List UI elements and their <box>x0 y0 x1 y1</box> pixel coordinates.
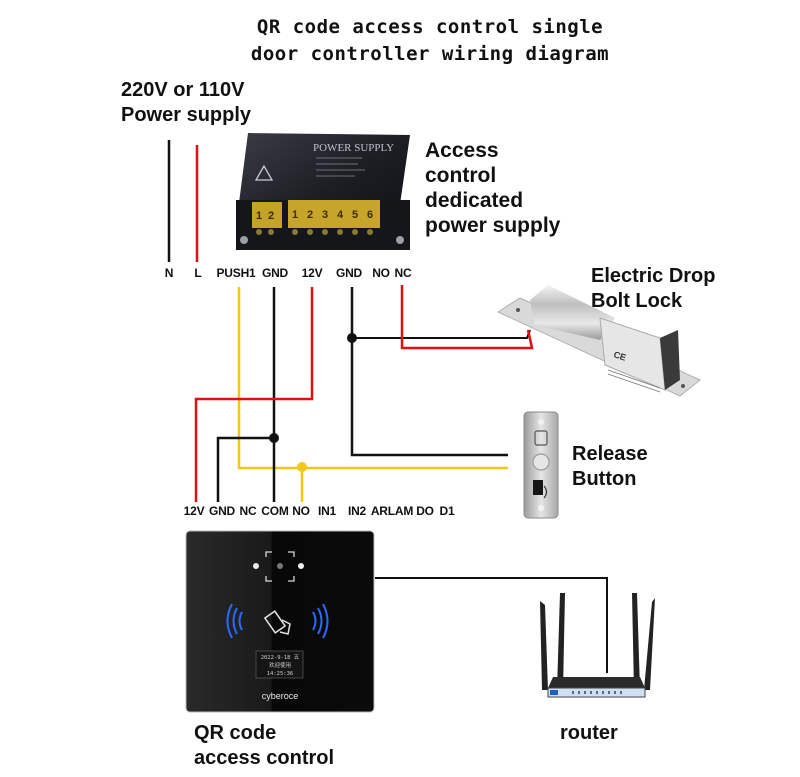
terminal-label-12v: 12V <box>301 266 323 280</box>
device-screen <box>255 650 304 679</box>
ctrl-terminal-12v: 12V <box>183 504 205 518</box>
power-supply-label-line: Access <box>425 139 499 162</box>
terminal-label-n: N <box>164 266 174 280</box>
power-supply-label-line: control <box>425 164 497 187</box>
lock-label: Electric Drop Bolt Lock <box>591 264 715 314</box>
antenna <box>632 593 640 690</box>
warning-triangle-icon <box>254 164 274 181</box>
ps-block-num: 3 <box>322 209 328 221</box>
lock-label-line-1: Electric Drop <box>591 265 716 287</box>
ctrl-terminal-nc: NC <box>239 504 257 518</box>
ctrl-terminal-arlam: ARLAM <box>370 504 414 518</box>
drop-bolt-lock-image: CE <box>496 285 701 397</box>
terminal-label-no: NO <box>372 266 390 280</box>
ps-printed-title: POWER SUPPLY <box>313 142 394 154</box>
junction-dot-gnd <box>269 433 279 443</box>
terminal-label-nc: NC <box>394 266 412 280</box>
wire-12v <box>194 287 314 502</box>
device-label-line-1: QR code <box>194 722 277 744</box>
ctrl-terminal-com: COM <box>261 504 289 518</box>
device-label-line-2: access control <box>194 747 335 769</box>
nfc-wave-left-icon <box>226 603 243 639</box>
diagram-title: QR code access control single door contr… <box>0 14 800 68</box>
hand-icon <box>534 430 548 446</box>
ps-block-num: 2 <box>307 209 313 221</box>
junction-dot-yellow <box>297 462 307 472</box>
power-supply-label-line: dedicated <box>425 189 524 212</box>
terminal-label-push1: PUSH1 <box>216 266 256 280</box>
release-button-label: Release Button <box>572 442 648 492</box>
router-image <box>540 593 655 698</box>
wire-push1 <box>237 287 508 470</box>
mains-label-line-1: 220V or 110V <box>121 79 245 101</box>
door-icon <box>533 480 543 495</box>
ps-block-num: 4 <box>337 209 344 221</box>
lock-label-line-2: Bolt Lock <box>591 290 683 312</box>
push-button[interactable] <box>532 453 550 471</box>
ctrl-terminal-in1: IN1 <box>317 504 337 518</box>
lock-ce-mark: CE <box>612 349 627 362</box>
wire-nc-lock <box>400 285 534 350</box>
screen-date: 2022-9-18 五 <box>261 654 300 661</box>
antenna <box>644 598 655 690</box>
ps-block-num: 5 <box>352 209 358 221</box>
mains-label-line-2: Power supply <box>121 104 252 126</box>
wire-ctrl-gnd <box>216 436 274 502</box>
wire-gnd-button <box>350 287 508 457</box>
qr-scanner-icon <box>265 551 295 582</box>
ctrl-terminal-no: NO <box>292 504 310 518</box>
junction-dot-lock <box>347 333 357 343</box>
qr-access-device-image: 2022-9-18 五 欢迎使用 14:25:36 cyberoce <box>185 530 375 713</box>
router-label: router <box>560 722 618 744</box>
power-supply-image: 1 2 1 2 3 4 5 6 POWER SUPPLY <box>236 133 410 250</box>
ps-block-num: 1 <box>292 209 298 221</box>
terminal-label-l: L <box>194 266 202 280</box>
screen-time: 14:25:36 <box>267 671 294 677</box>
release-button-label-line-1: Release <box>572 443 648 465</box>
card-tap-icon <box>263 610 291 635</box>
power-supply-label: Access control dedicated power supply <box>425 138 560 238</box>
power-supply-label-line: power supply <box>425 214 561 237</box>
ctrl-terminal-in2: IN2 <box>347 504 367 518</box>
antenna <box>557 593 565 690</box>
ctrl-terminal-do: DO <box>416 504 434 518</box>
device-label: QR code access control <box>194 721 334 771</box>
antenna <box>540 601 548 690</box>
ps-block-num: 2 <box>268 210 274 222</box>
wire-network <box>375 577 608 673</box>
release-button-label-line-2: Button <box>572 468 637 490</box>
title-line-1: QR code access control single <box>256 16 604 38</box>
ctrl-terminal-d1: D1 <box>439 504 455 518</box>
mains-label: 220V or 110V Power supply <box>121 78 251 128</box>
release-button-image[interactable] <box>523 411 559 519</box>
terminal-label-gnd: GND <box>261 266 289 280</box>
nfc-wave-right-icon <box>312 603 329 639</box>
wire-gnd-lock <box>352 329 531 339</box>
ps-block-num: 1 <box>256 210 262 222</box>
device-brand: cyberoce <box>262 691 299 701</box>
terminal-label-gnd-2: GND <box>335 266 363 280</box>
title-line-2: door controller wiring diagram <box>250 43 610 65</box>
ctrl-terminal-gnd: GND <box>208 504 236 518</box>
ps-block-num: 6 <box>367 209 373 221</box>
screen-welcome: 欢迎使用 <box>269 661 291 669</box>
